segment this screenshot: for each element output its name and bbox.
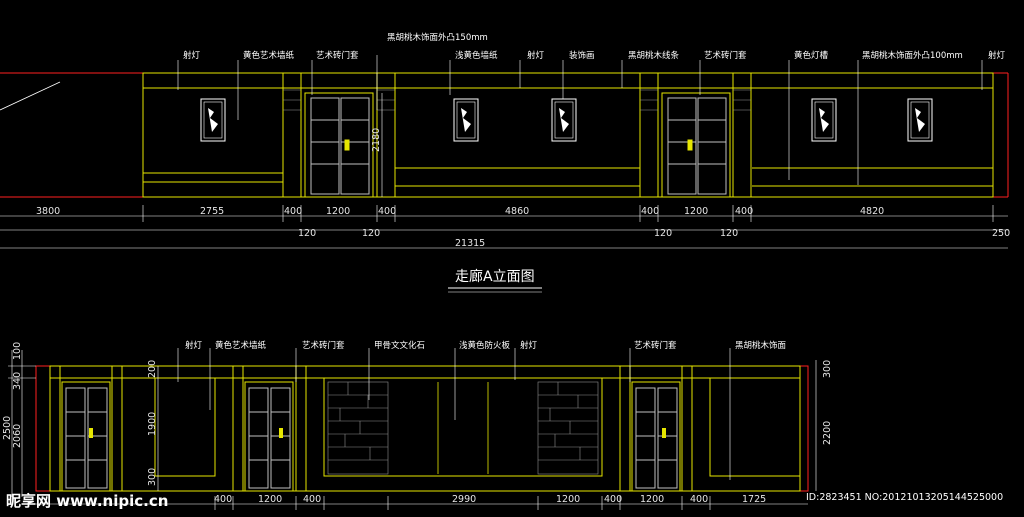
label-b-6: 艺术砖门套 bbox=[634, 340, 677, 351]
dim-a-8: 400 bbox=[735, 206, 753, 217]
drawing-title: 走廊A立面图 bbox=[448, 268, 542, 293]
label-b-5: 射灯 bbox=[520, 340, 538, 351]
painting-5 bbox=[907, 98, 933, 142]
label-a-10: 黑胡桃木饰面外凸100mm bbox=[862, 50, 963, 61]
label-b-0: 射灯 bbox=[185, 340, 203, 351]
dim-b-left-0: 100 bbox=[12, 342, 23, 360]
watermark: 昵享网 www.nipic.cn ID:2823451 NO:201210132… bbox=[6, 492, 1003, 510]
dim-b-4: 1200 bbox=[556, 494, 580, 505]
label-b-3: 甲骨文文化石 bbox=[374, 340, 425, 351]
painting-3 bbox=[551, 98, 577, 142]
label-a-4: 浅黄色墙纸 bbox=[455, 50, 498, 61]
watermark-id: ID:2823451 NO:20121013205144525000 bbox=[806, 492, 1003, 503]
label-b-2: 艺术砖门套 bbox=[302, 340, 345, 351]
dim-a-5: 4860 bbox=[505, 206, 529, 217]
dim-a-0: 3800 bbox=[36, 206, 60, 217]
dim-a-total: 21315 bbox=[455, 238, 485, 249]
label-a-3: 黑胡桃木饰面外凸150mm bbox=[387, 32, 488, 43]
door-b3 bbox=[631, 381, 681, 492]
label-a-8: 艺术砖门套 bbox=[704, 50, 747, 61]
door-b2 bbox=[244, 381, 294, 492]
dim-b-2: 400 bbox=[303, 494, 321, 505]
dim-b-left-2: 2500 bbox=[2, 416, 13, 440]
stone-panel-1 bbox=[327, 381, 389, 475]
dim-b-5: 400 bbox=[604, 494, 622, 505]
dim-a-sub-3: 120 bbox=[720, 228, 738, 239]
door-a2 bbox=[661, 92, 731, 198]
dim-b-3: 2990 bbox=[452, 494, 476, 505]
painting-2 bbox=[453, 98, 479, 142]
elevation-b-labels: 射灯 黄色艺术墙纸 艺术砖门套 甲骨文文化石 浅黄色防火板 射灯 艺术砖门套 黑… bbox=[185, 340, 787, 351]
dims-a-sub: 120 120 120 120 250 bbox=[298, 228, 1010, 239]
dim-a-3: 1200 bbox=[326, 206, 350, 217]
dim-a-sub-1: 120 bbox=[362, 228, 380, 239]
dim-b-inner-2: 300 bbox=[147, 468, 158, 486]
dim-a-1: 2755 bbox=[200, 206, 224, 217]
elevation-b: 射灯 黄色艺术墙纸 艺术砖门套 甲骨文文化石 浅黄色防火板 射灯 艺术砖门套 黑… bbox=[2, 340, 833, 510]
dim-b-right-0: 300 bbox=[822, 360, 833, 378]
dim-a-6: 400 bbox=[641, 206, 659, 217]
label-b-4: 浅黄色防火板 bbox=[459, 340, 511, 351]
label-b-7: 黑胡桃木饰面 bbox=[735, 340, 787, 351]
dim-b-6: 1200 bbox=[640, 494, 664, 505]
label-a-7: 黑胡桃木线条 bbox=[628, 50, 680, 61]
dim-b-inner-1: 1900 bbox=[147, 412, 158, 436]
stone-panel-2 bbox=[537, 381, 599, 475]
elevation-a-labels: 射灯 黄色艺术墙纸 艺术砖门套 黑胡桃木饰面外凸150mm 浅黄色墙纸 射灯 装… bbox=[183, 32, 1006, 61]
elevation-a: 射灯 黄色艺术墙纸 艺术砖门套 黑胡桃木饰面外凸150mm 浅黄色墙纸 射灯 装… bbox=[0, 32, 1010, 249]
dim-a-sub-2: 120 bbox=[654, 228, 672, 239]
dim-a-4: 400 bbox=[378, 206, 396, 217]
dim-b-8: 1725 bbox=[742, 494, 766, 505]
dim-a-height: 2180 bbox=[371, 128, 382, 152]
dim-b-7: 400 bbox=[690, 494, 708, 505]
door-b1 bbox=[61, 381, 111, 492]
dim-a-2: 400 bbox=[284, 206, 302, 217]
dim-b-1: 1200 bbox=[258, 494, 282, 505]
label-a-11: 射灯 bbox=[988, 50, 1006, 61]
dim-a-sub-0: 120 bbox=[298, 228, 316, 239]
dim-b-right-1: 2200 bbox=[822, 421, 833, 445]
dim-a-sub-4: 250 bbox=[992, 228, 1010, 239]
dims-b-bottom: 400 1200 400 2990 1200 400 1200 400 1725 bbox=[214, 494, 766, 505]
label-a-9: 黄色灯槽 bbox=[794, 50, 829, 61]
label-a-2: 艺术砖门套 bbox=[316, 50, 359, 61]
dim-a-9: 4820 bbox=[860, 206, 884, 217]
dim-b-inner-0: 200 bbox=[147, 360, 158, 378]
dim-a-7: 1200 bbox=[684, 206, 708, 217]
dim-b-left-1: 340 bbox=[12, 372, 23, 390]
dim-b-0: 400 bbox=[214, 494, 232, 505]
label-b-1: 黄色艺术墙纸 bbox=[215, 340, 267, 351]
label-a-6: 装饰画 bbox=[569, 50, 595, 61]
watermark-site: 昵享网 www.nipic.cn bbox=[6, 492, 168, 510]
door-a1 bbox=[304, 92, 374, 198]
dim-b-left-3: 2060 bbox=[12, 424, 23, 448]
dims-a-top: 3800 2755 400 1200 400 4860 400 1200 400… bbox=[36, 206, 884, 217]
drawing-title-text: 走廊A立面图 bbox=[455, 268, 535, 285]
label-a-1: 黄色艺术墙纸 bbox=[243, 50, 295, 61]
painting-1 bbox=[200, 98, 226, 142]
painting-4 bbox=[811, 98, 837, 142]
label-a-5: 射灯 bbox=[527, 50, 545, 61]
label-a-0: 射灯 bbox=[183, 50, 201, 61]
